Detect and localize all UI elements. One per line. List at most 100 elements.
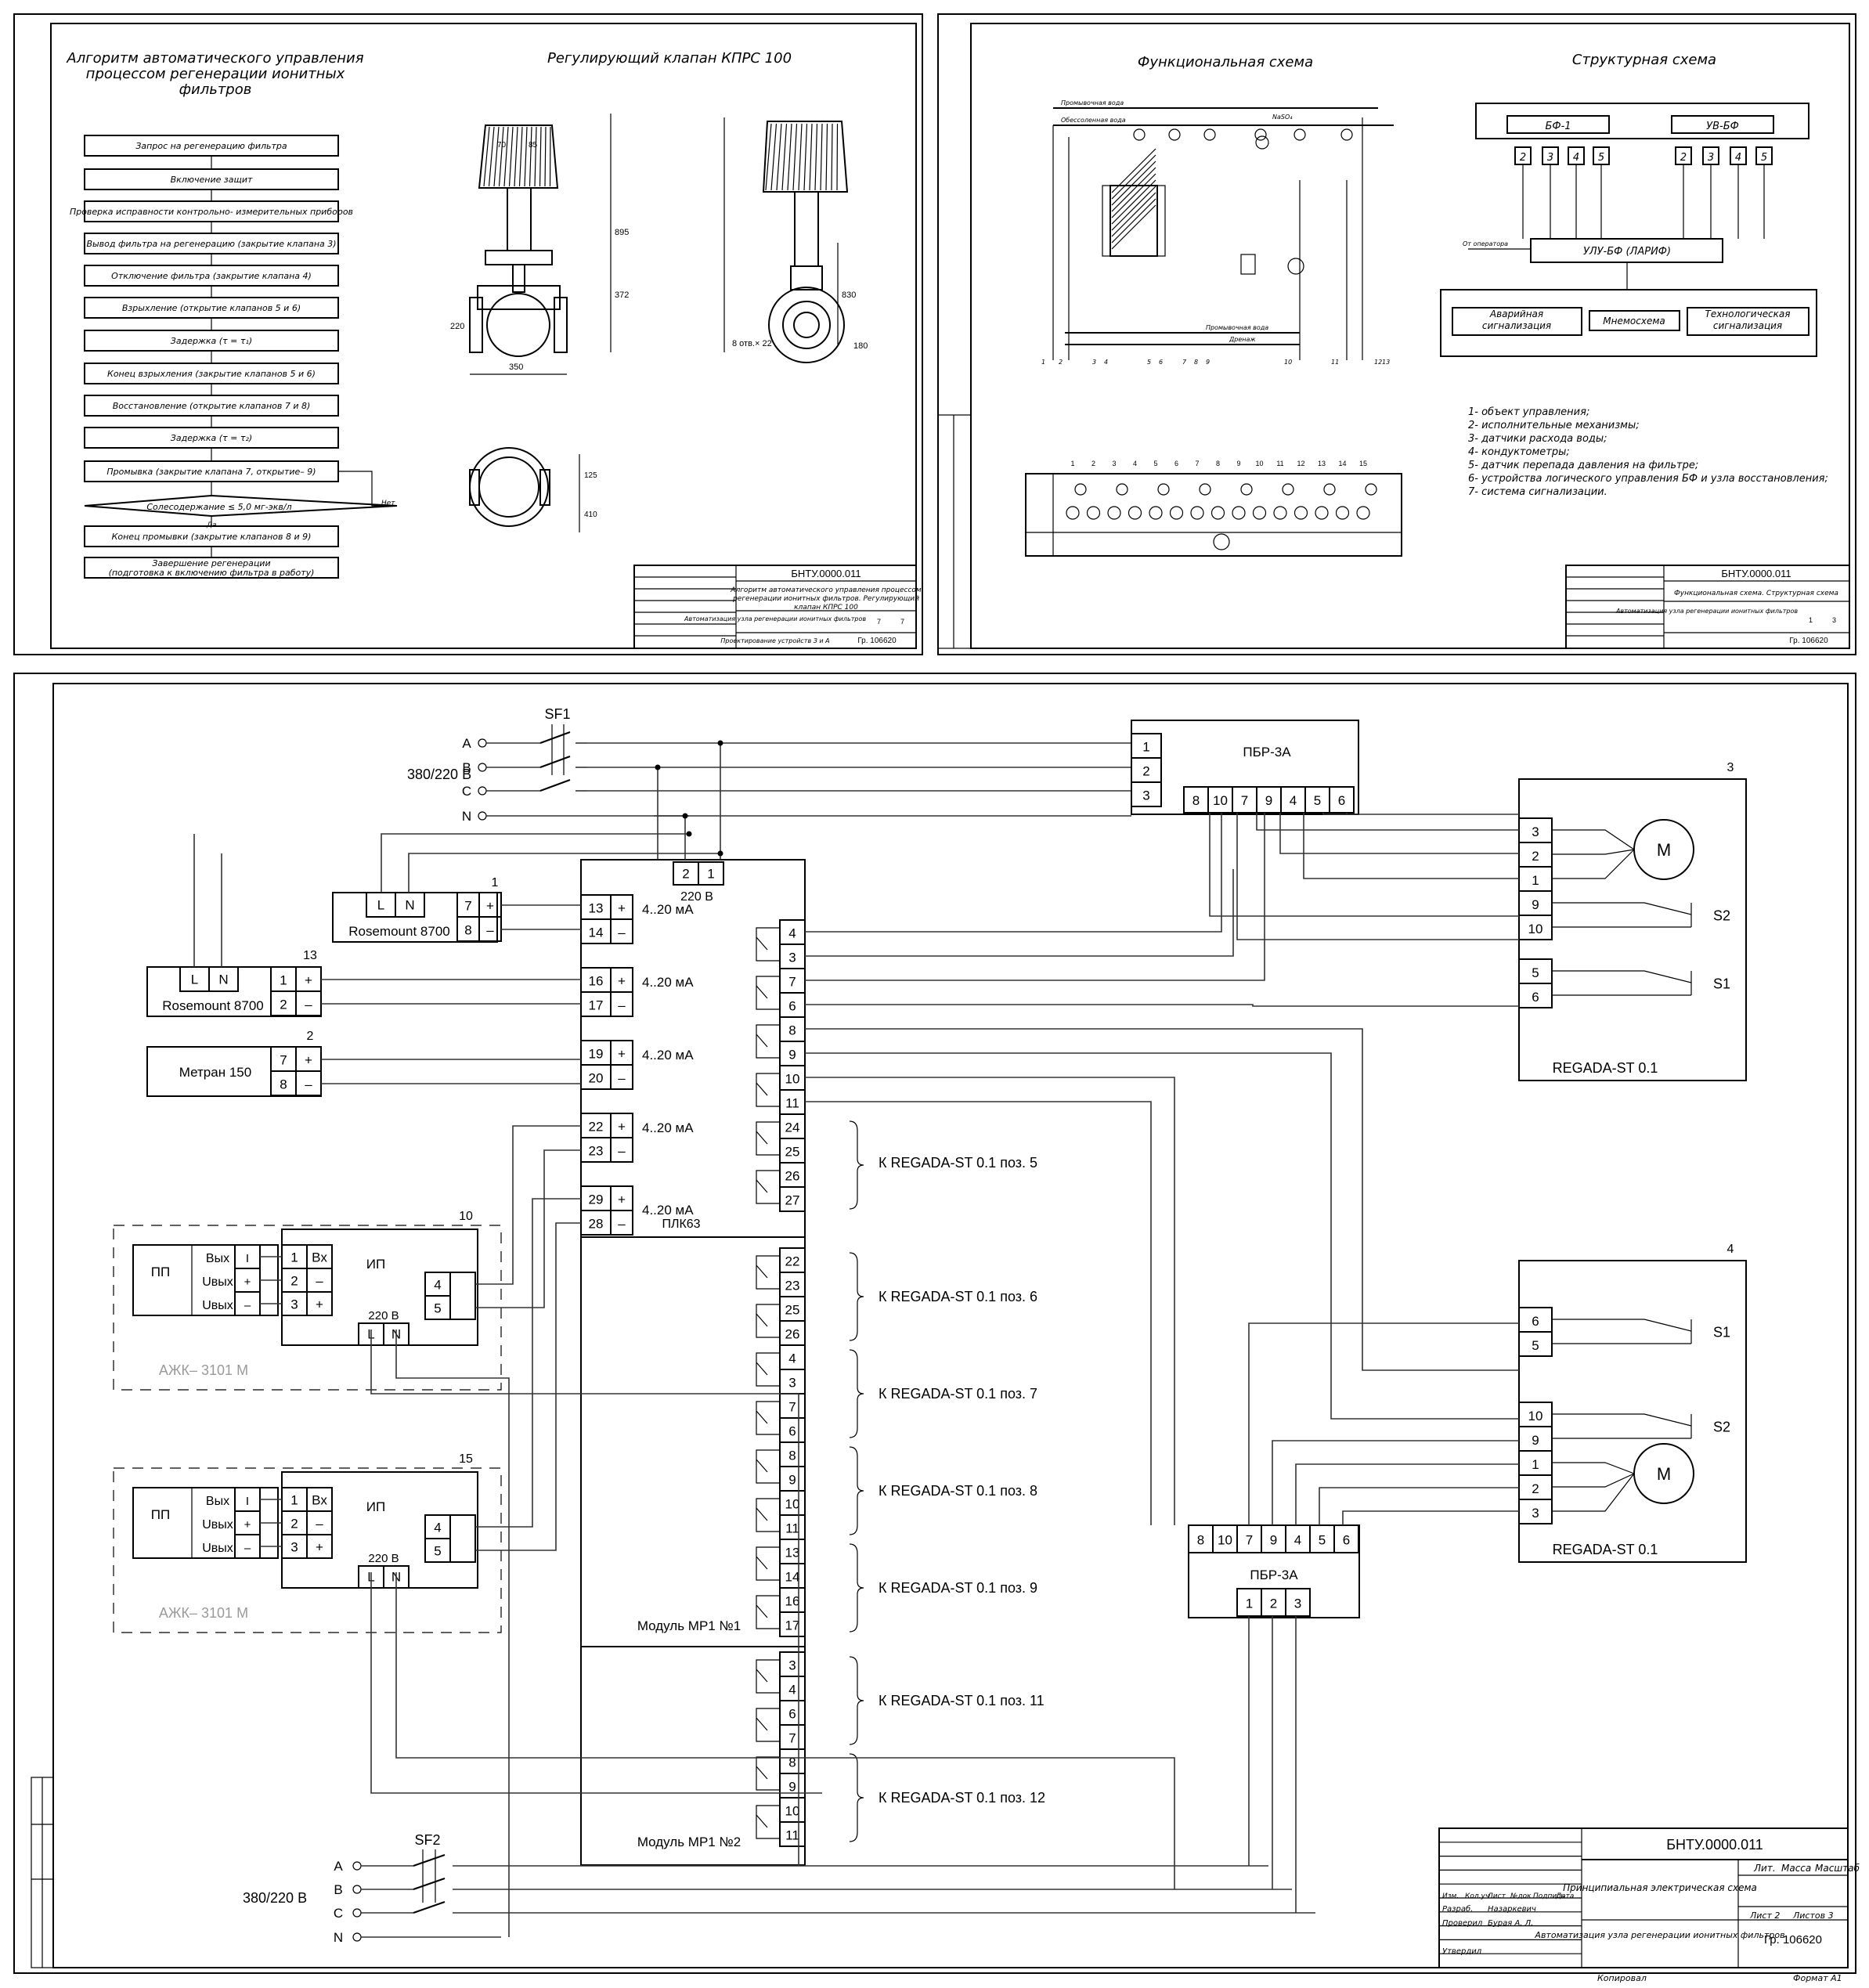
terminal-label: +: [618, 1192, 626, 1207]
side-stamp: [31, 1777, 54, 1968]
k-label: К REGADA-ST 0.1 поз. 12: [879, 1790, 1045, 1806]
stamp-group: Гр. 106620: [1764, 1933, 1822, 1947]
uv-label: УВ-БФ: [1706, 121, 1739, 132]
terminal-label: 9: [1270, 1533, 1277, 1548]
signal-signs: +–: [295, 966, 322, 1016]
ip-voltage: 220 В: [368, 1309, 399, 1322]
terminal-label: 8: [788, 1023, 796, 1037]
signal-terminals: 12: [270, 966, 297, 1016]
instrument-bubble: [1116, 483, 1128, 496]
pipe-label: Промывочная вода: [1206, 324, 1268, 331]
pp-label: ПП: [151, 1265, 170, 1279]
rib: [809, 123, 813, 191]
terminal-cell: [698, 861, 724, 886]
rib: [539, 126, 542, 187]
junction-dot: [655, 764, 661, 770]
curly-brace: [849, 1349, 864, 1438]
ip-box: [281, 1471, 478, 1589]
column-num: 1: [1070, 460, 1074, 467]
terminal-label: 10: [785, 1071, 800, 1086]
instrument-bubble: [1252, 506, 1267, 520]
relay-contact: [756, 1498, 780, 1532]
stamp-sheets: 7: [900, 618, 904, 626]
stamp-subtitle: Автоматизация узла регенерации ионитных …: [684, 615, 866, 622]
stamp-title: клапан КПРС 100: [794, 604, 858, 612]
func-num: 13: [1382, 359, 1390, 366]
terminal-label: 3: [788, 1375, 796, 1390]
pin-label: –: [244, 1542, 251, 1555]
flange-right: [554, 297, 568, 353]
instrument-bubble: [1356, 506, 1370, 520]
algo-step-label: Отключение фильтра (закрытие клапана 4): [111, 271, 312, 281]
terminal-label: 3: [1294, 1597, 1301, 1611]
terminal-label: N: [405, 898, 414, 913]
terminal-label: 3: [1142, 788, 1149, 803]
terminal-label: Вх: [312, 1250, 327, 1265]
legend-line: 5- датчик перепада давления на фильтре;: [1468, 460, 1698, 471]
pp-output: Uвых: [202, 1542, 233, 1555]
k-label: К REGADA-ST 0.1 поз. 11: [879, 1693, 1045, 1708]
terminal-label: 23: [785, 1278, 800, 1293]
dim-label: 350: [509, 363, 523, 372]
terminal-label: –: [305, 997, 312, 1012]
rib: [503, 126, 509, 187]
sensor-num: 2: [1520, 152, 1526, 164]
terminal-label: 7: [788, 974, 796, 989]
breaker-blade: [413, 1901, 446, 1914]
dim-label: 410: [584, 511, 597, 519]
regada-label: REGADA-ST 0.1: [1553, 1060, 1658, 1076]
stamp-col: Дата: [1555, 1892, 1574, 1900]
terminal-label: 7: [788, 1730, 796, 1745]
column-num: 14: [1338, 460, 1346, 467]
column-num: 8: [1216, 460, 1220, 467]
metran-150: 278+–Метран 150: [146, 1030, 322, 1097]
terminal-label: 11: [785, 1521, 799, 1535]
terminal-label: 8: [280, 1077, 287, 1091]
instrument-bubble: [1149, 506, 1163, 520]
rib: [518, 126, 523, 187]
breaker-pole: [422, 1849, 436, 1903]
uv-block: [1671, 115, 1774, 134]
phase-terminal: [478, 786, 487, 796]
column-num: 7: [1195, 460, 1199, 467]
column-num: 12: [1297, 460, 1304, 467]
breaker-blade: [539, 756, 571, 768]
top-inner: [478, 456, 539, 518]
instrument-bubble: [1254, 128, 1267, 141]
phase-terminal: [352, 1885, 362, 1894]
tech-label: сигнализация: [1713, 320, 1782, 331]
regada-box: [1518, 1260, 1747, 1563]
stamp-mass: Масса: [1781, 1863, 1811, 1874]
relay-contact: [756, 1659, 780, 1694]
motor-label: M: [1657, 1464, 1671, 1484]
sheet3-frame: [13, 673, 1856, 1974]
sensor-num: 4: [1573, 152, 1579, 164]
func-num: 8: [1194, 359, 1198, 366]
legend-line: 7- система сигнализации.: [1468, 486, 1607, 498]
algo-step-label: Задержка (τ = τ₁): [171, 336, 252, 346]
terminal-cell: [306, 1291, 333, 1316]
terminal-label: 10: [785, 1496, 800, 1511]
instrument-bubble: [1157, 483, 1170, 496]
pin-label: I: [246, 1252, 249, 1265]
instrument-bubble: [1287, 258, 1304, 275]
func-num: 3: [1092, 359, 1096, 366]
breaker-pole: [551, 724, 565, 775]
phase-label: C: [334, 1906, 343, 1921]
terminal-cell: [610, 918, 633, 944]
stamp-subtitle: Автоматизация узла регенерации ионитных …: [1534, 1930, 1784, 1940]
sf2-breaker: [361, 1849, 470, 1914]
yoke: [507, 187, 532, 251]
pbr-top-terminals: 123: [1131, 733, 1162, 807]
stamp-col: №док: [1510, 1892, 1532, 1900]
supply-voltage: 380/220 В: [407, 767, 471, 782]
func-num: 5: [1147, 359, 1151, 366]
